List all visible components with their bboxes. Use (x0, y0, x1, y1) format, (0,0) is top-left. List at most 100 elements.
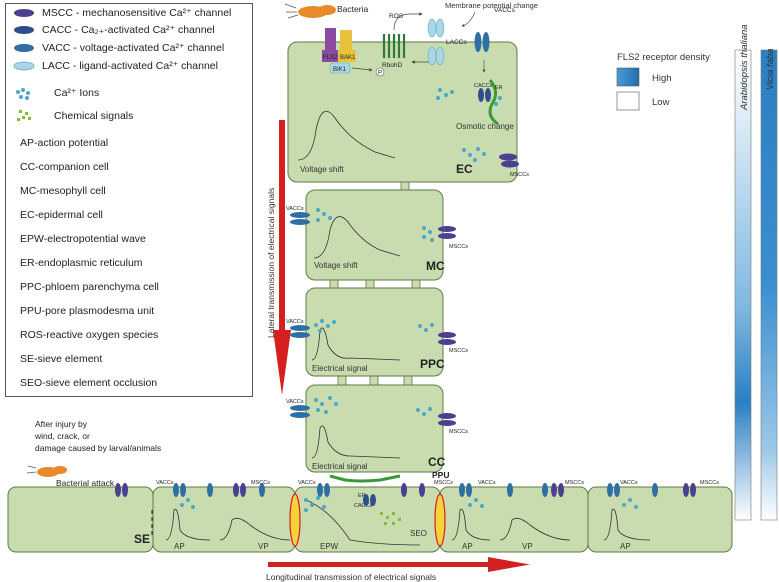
fls2-legend: FLS2 receptor density High Low (616, 52, 710, 111)
mc-vaccs-label: VACCs (286, 206, 304, 212)
fls2-high-label: High (652, 73, 672, 84)
sieve-plate-left (289, 493, 301, 547)
lacc-channel (427, 18, 437, 38)
ec-er-label: ER (495, 85, 503, 91)
legend-chemical: Chemical signals (54, 110, 134, 122)
legend-icons (13, 9, 35, 121)
rbohd-label: RbohD (382, 62, 403, 69)
legend-vacc: VACC - voltage-activated Ca²⁺ channel (42, 42, 225, 54)
sieve-plate-right (434, 493, 446, 547)
se-cell-1 (7, 486, 154, 553)
fls2-low-label: Low (652, 97, 670, 108)
bacterial-attack-label: Bacterial attack (56, 478, 115, 488)
abbr-ros: ROS-reactive oxygen species (20, 329, 159, 341)
p-label: P (378, 71, 382, 77)
ap-label-1: AP (174, 542, 185, 551)
se-msccs-2: MSCCs (434, 480, 453, 486)
ec-vaccs-label: VACCs (494, 7, 516, 14)
se-msccs-3: MSCCs (565, 480, 584, 486)
receptor-complex: FLS2 BAK1 BIK1 (322, 28, 356, 74)
legend-lacc: LACC - ligand-activated Ca²⁺ channel (42, 60, 218, 72)
ppu-label: PPU (432, 470, 449, 480)
ec-channels: LACCs VACCs Membrane potential change ER… (427, 1, 538, 178)
se-msccs-4: MSCCs (700, 480, 719, 486)
se-vaccs-3: VACCs (478, 480, 496, 486)
cacc-icon (14, 26, 34, 34)
vicia-bar (760, 49, 778, 521)
vp-label-1: VP (258, 542, 269, 551)
cc-cell: Electrical signal CC VACCs MSCCs PPU (286, 384, 468, 480)
laccs-label: LACCs (446, 39, 467, 46)
se-vaccs-1: VACCs (156, 480, 174, 486)
vacc-channel (474, 32, 482, 52)
abbr-se: SE-sieve element (20, 353, 103, 365)
ap-label-3: AP (620, 542, 631, 551)
se-vaccs-2: VACCs (298, 480, 316, 486)
lacc-icon (13, 61, 35, 71)
ec-cell: Voltage shift EC Osmotic change (287, 41, 518, 183)
legend-mscc: MSCC - mechanosensitive Ca²⁺ channel (42, 7, 232, 19)
se-msccs-1: MSCCs (251, 480, 270, 486)
mc-voltage-shift: Voltage shift (314, 261, 358, 270)
se-caccs: CACCs (354, 503, 373, 509)
vacc-icon (14, 44, 34, 52)
osmotic-label: Osmotic change (456, 122, 514, 131)
rbohd-complex: ROS RbohD P (351, 12, 430, 77)
bak1-receptor (338, 50, 356, 62)
ppc-vaccs-label: VACCs (286, 319, 304, 325)
injury-line-2: wind, crack, or (34, 431, 90, 441)
membrane-change-label: Membrane potential change (445, 1, 538, 10)
fls2-title: FLS2 receptor density (617, 52, 710, 63)
ec-msccs-label: MSCCs (510, 172, 529, 178)
vicia-label: Vicia faba (765, 48, 776, 90)
injury-line-1: After injury by (35, 419, 88, 429)
se-vaccs-4: VACCs (620, 480, 638, 486)
chemical-signals-icon (17, 110, 31, 121)
bik1-box (329, 62, 351, 74)
ppc-label: PPC (420, 357, 445, 371)
phosphate-icon (375, 67, 385, 77)
abbr-ap: AP-action potential (20, 137, 109, 149)
legend-cacc: CACC - Ca₂₊-activated Ca²⁺ channel (42, 24, 215, 36)
mc-cell: Voltage shift MC VACCs MSCCs (286, 189, 468, 281)
mc-label: MC (426, 259, 445, 273)
ap-label-2: AP (462, 542, 473, 551)
cc-vaccs-label: VACCs (286, 399, 304, 405)
cc-label: CC (428, 455, 446, 469)
cc-electrical-signal: Electrical signal (312, 462, 368, 471)
abbr-er: ER-endoplasmic reticulum (20, 257, 143, 269)
ppc-msccs-label: MSCCs (449, 348, 468, 354)
abbr-seo: SEO-sieve element occlusion (20, 377, 158, 389)
ec-label: EC (456, 162, 473, 176)
legend-ions: Ca²⁺ Ions (54, 87, 100, 99)
abbr-ppc: PPC-phloem parenchyma cell (20, 281, 159, 293)
bak1-text: BAK1 (340, 55, 356, 61)
ros-label: ROS (389, 13, 404, 20)
ppc-electrical-signal: Electrical signal (312, 364, 368, 373)
fls2-high-swatch (616, 67, 640, 87)
ppc-cell: Electrical signal PPC VACCs MSCCs (286, 287, 468, 377)
epw-label: EPW (320, 542, 339, 551)
fls2-text: FLS2 (323, 55, 338, 61)
cc-msccs-label: MSCCs (449, 429, 468, 435)
abbr-cc: CC-companion cell (20, 161, 109, 173)
mc-msccs-label: MSCCs (449, 244, 468, 250)
bacteria-label: Bacteria (337, 4, 368, 14)
abbr-ec: EC-epidermal cell (20, 209, 103, 221)
ec-ions (436, 88, 502, 162)
vp-label-2: VP (522, 542, 533, 551)
ca-ions-icon (16, 88, 30, 100)
lateral-label: Lateral transmission of electrical signa… (266, 188, 276, 338)
mscc-channel (499, 153, 517, 161)
bacteria-top: Bacteria (284, 3, 368, 19)
se-label: SE (134, 532, 150, 546)
mscc-icon (14, 9, 34, 17)
lateral-arrow: Lateral transmission of electrical signa… (266, 120, 291, 395)
fls2-density-bars: Arabidopsis thaliana Vicia faba (734, 24, 778, 521)
se-row: SE AP VP EPW SEO AP VP AP (7, 474, 733, 553)
injury-annotation: After injury by wind, crack, or damage c… (26, 419, 161, 488)
legend-box: MSCC - mechanosensitive Ca²⁺ channel CAC… (5, 3, 253, 397)
er-shape (488, 79, 499, 126)
abbr-mc: MC-mesophyll cell (20, 185, 106, 197)
